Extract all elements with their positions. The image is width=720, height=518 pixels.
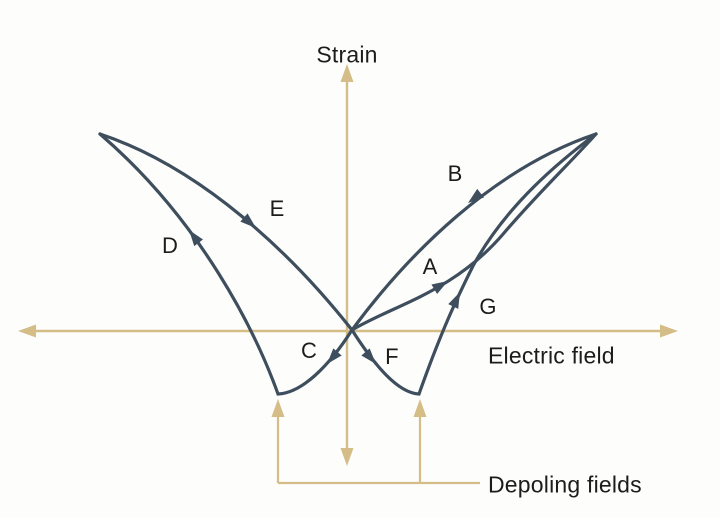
curve-arrowheads-group — [189, 188, 484, 364]
segment-c-arrow-icon — [327, 348, 342, 364]
segment-a-arrow-icon — [431, 281, 448, 294]
segment-label-b: B — [447, 161, 463, 186]
segment-label-a: A — [422, 254, 438, 279]
segment-e-arrow-icon — [240, 213, 256, 228]
depoling-fields-label: Depoling fields — [488, 471, 642, 498]
segment-b-arrow-icon — [468, 188, 484, 203]
x-axis-left-arrow-icon — [18, 324, 36, 338]
axes-group — [18, 64, 678, 466]
y-axis-bottom-arrow-icon — [340, 448, 354, 466]
butterfly-curves-group — [98, 132, 598, 396]
segment-f-arrow-icon — [361, 348, 376, 364]
segment-label-d: D — [161, 233, 179, 258]
depoling-annotation-group — [271, 399, 480, 485]
curve-decreasing-field-b-c-d — [98, 132, 598, 396]
segment-label-e: E — [269, 196, 285, 221]
segment-g-arrow-icon — [448, 292, 460, 309]
x-axis-label: Electric field — [488, 342, 615, 369]
curve-increasing-field-e-f-g — [98, 132, 598, 396]
segment-d-arrow-icon — [189, 230, 204, 247]
depoling-right-arrow-icon — [413, 399, 427, 417]
segment-label-g: G — [479, 294, 497, 319]
curve-virgin-a — [350, 132, 598, 332]
y-axis-label: Strain — [316, 41, 378, 68]
segment-label-c: C — [300, 338, 318, 363]
y-axis-top-arrow-icon — [340, 64, 354, 82]
depoling-left-arrow-icon — [271, 399, 285, 417]
x-axis-right-arrow-icon — [660, 324, 678, 338]
segment-label-f: F — [385, 344, 399, 369]
